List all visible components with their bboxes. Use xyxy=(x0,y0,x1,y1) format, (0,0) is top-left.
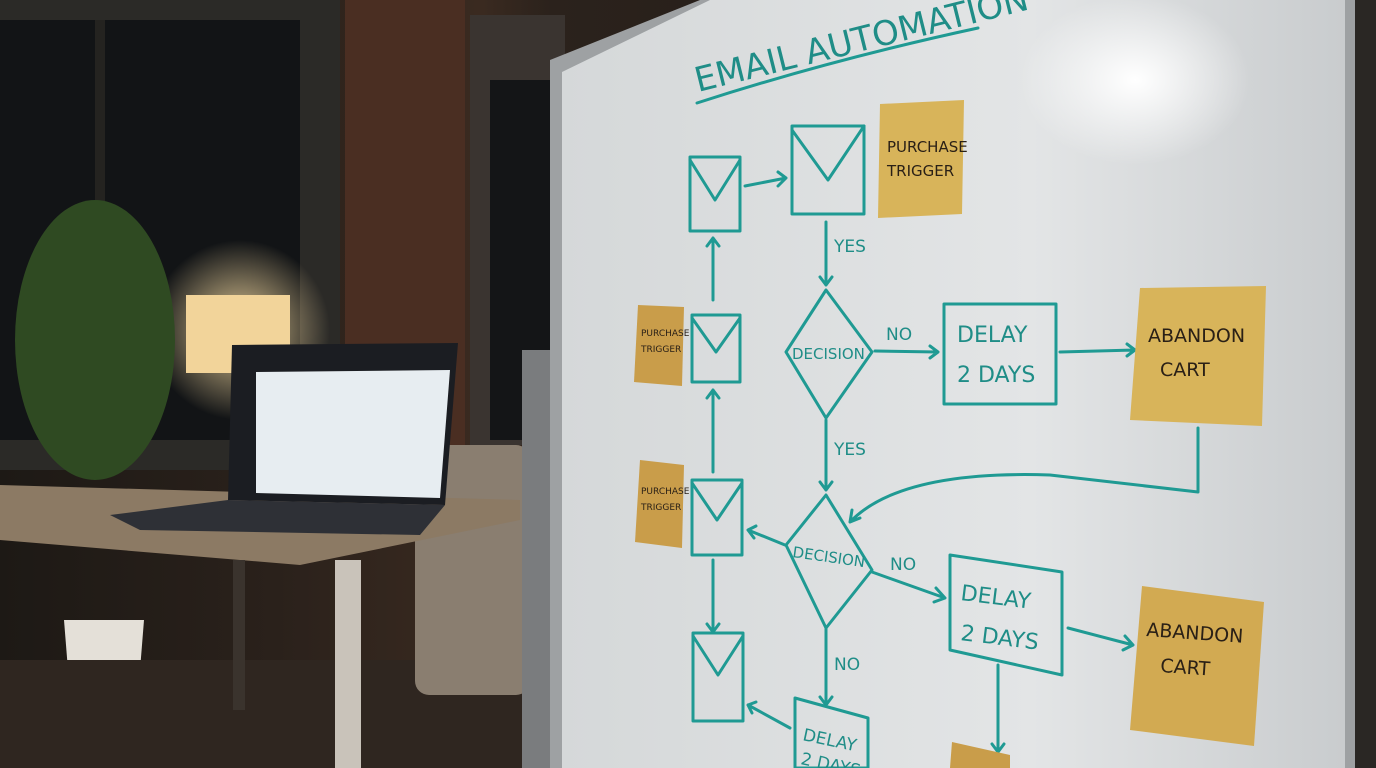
sticky-note-text: PURCHASE xyxy=(887,138,968,156)
delay-label: 2 DAYS xyxy=(957,363,1035,388)
envelope-icon xyxy=(691,631,745,723)
sticky-note: PURCHASE TRIGGER xyxy=(878,100,968,218)
flow-lines xyxy=(688,124,1200,768)
yes-label: YES xyxy=(833,237,866,257)
sticky-note-text: TRIGGER xyxy=(640,503,681,513)
sticky-note: PURCHASE TRIGGER xyxy=(634,305,690,386)
sticky-note-text: PURCHASE xyxy=(641,487,690,497)
window-middle xyxy=(470,15,565,445)
sticky-note: PURCHASE TRIGGER xyxy=(635,460,690,548)
sticky-note-text: ABANDON xyxy=(1148,325,1245,347)
no-label: NO xyxy=(886,325,912,345)
whiteboard-stand xyxy=(522,350,552,768)
envelope-icon xyxy=(690,313,742,384)
decision-label: DECISION xyxy=(792,345,865,363)
sticky-note: ABANDON CART xyxy=(1130,286,1266,426)
decision-diamond xyxy=(784,288,874,420)
envelope-icon xyxy=(688,155,742,233)
plant xyxy=(15,200,175,480)
sticky-note xyxy=(950,742,1010,768)
delay-label: DELAY xyxy=(957,323,1028,348)
sticky-note-text: TRIGGER xyxy=(886,162,954,180)
delay-box xyxy=(793,696,870,768)
sticky-note-text: PURCHASE xyxy=(641,329,690,339)
sticky-note-text: CART xyxy=(1160,655,1211,680)
delay-box xyxy=(942,302,1058,406)
decision-diamond xyxy=(784,493,874,630)
sticky-note-text: CART xyxy=(1160,359,1210,381)
no-label: NO xyxy=(890,555,916,575)
no-label: NO xyxy=(834,655,860,675)
sticky-note: ABANDON CART xyxy=(1130,586,1264,746)
laptop xyxy=(110,343,458,535)
delay-box xyxy=(948,553,1064,677)
whiteboard xyxy=(550,0,1376,768)
envelope-icon xyxy=(790,124,866,216)
envelope-icon xyxy=(690,478,744,557)
sticky-note-text: TRIGGER xyxy=(640,345,681,355)
yes-label: YES xyxy=(833,440,866,460)
